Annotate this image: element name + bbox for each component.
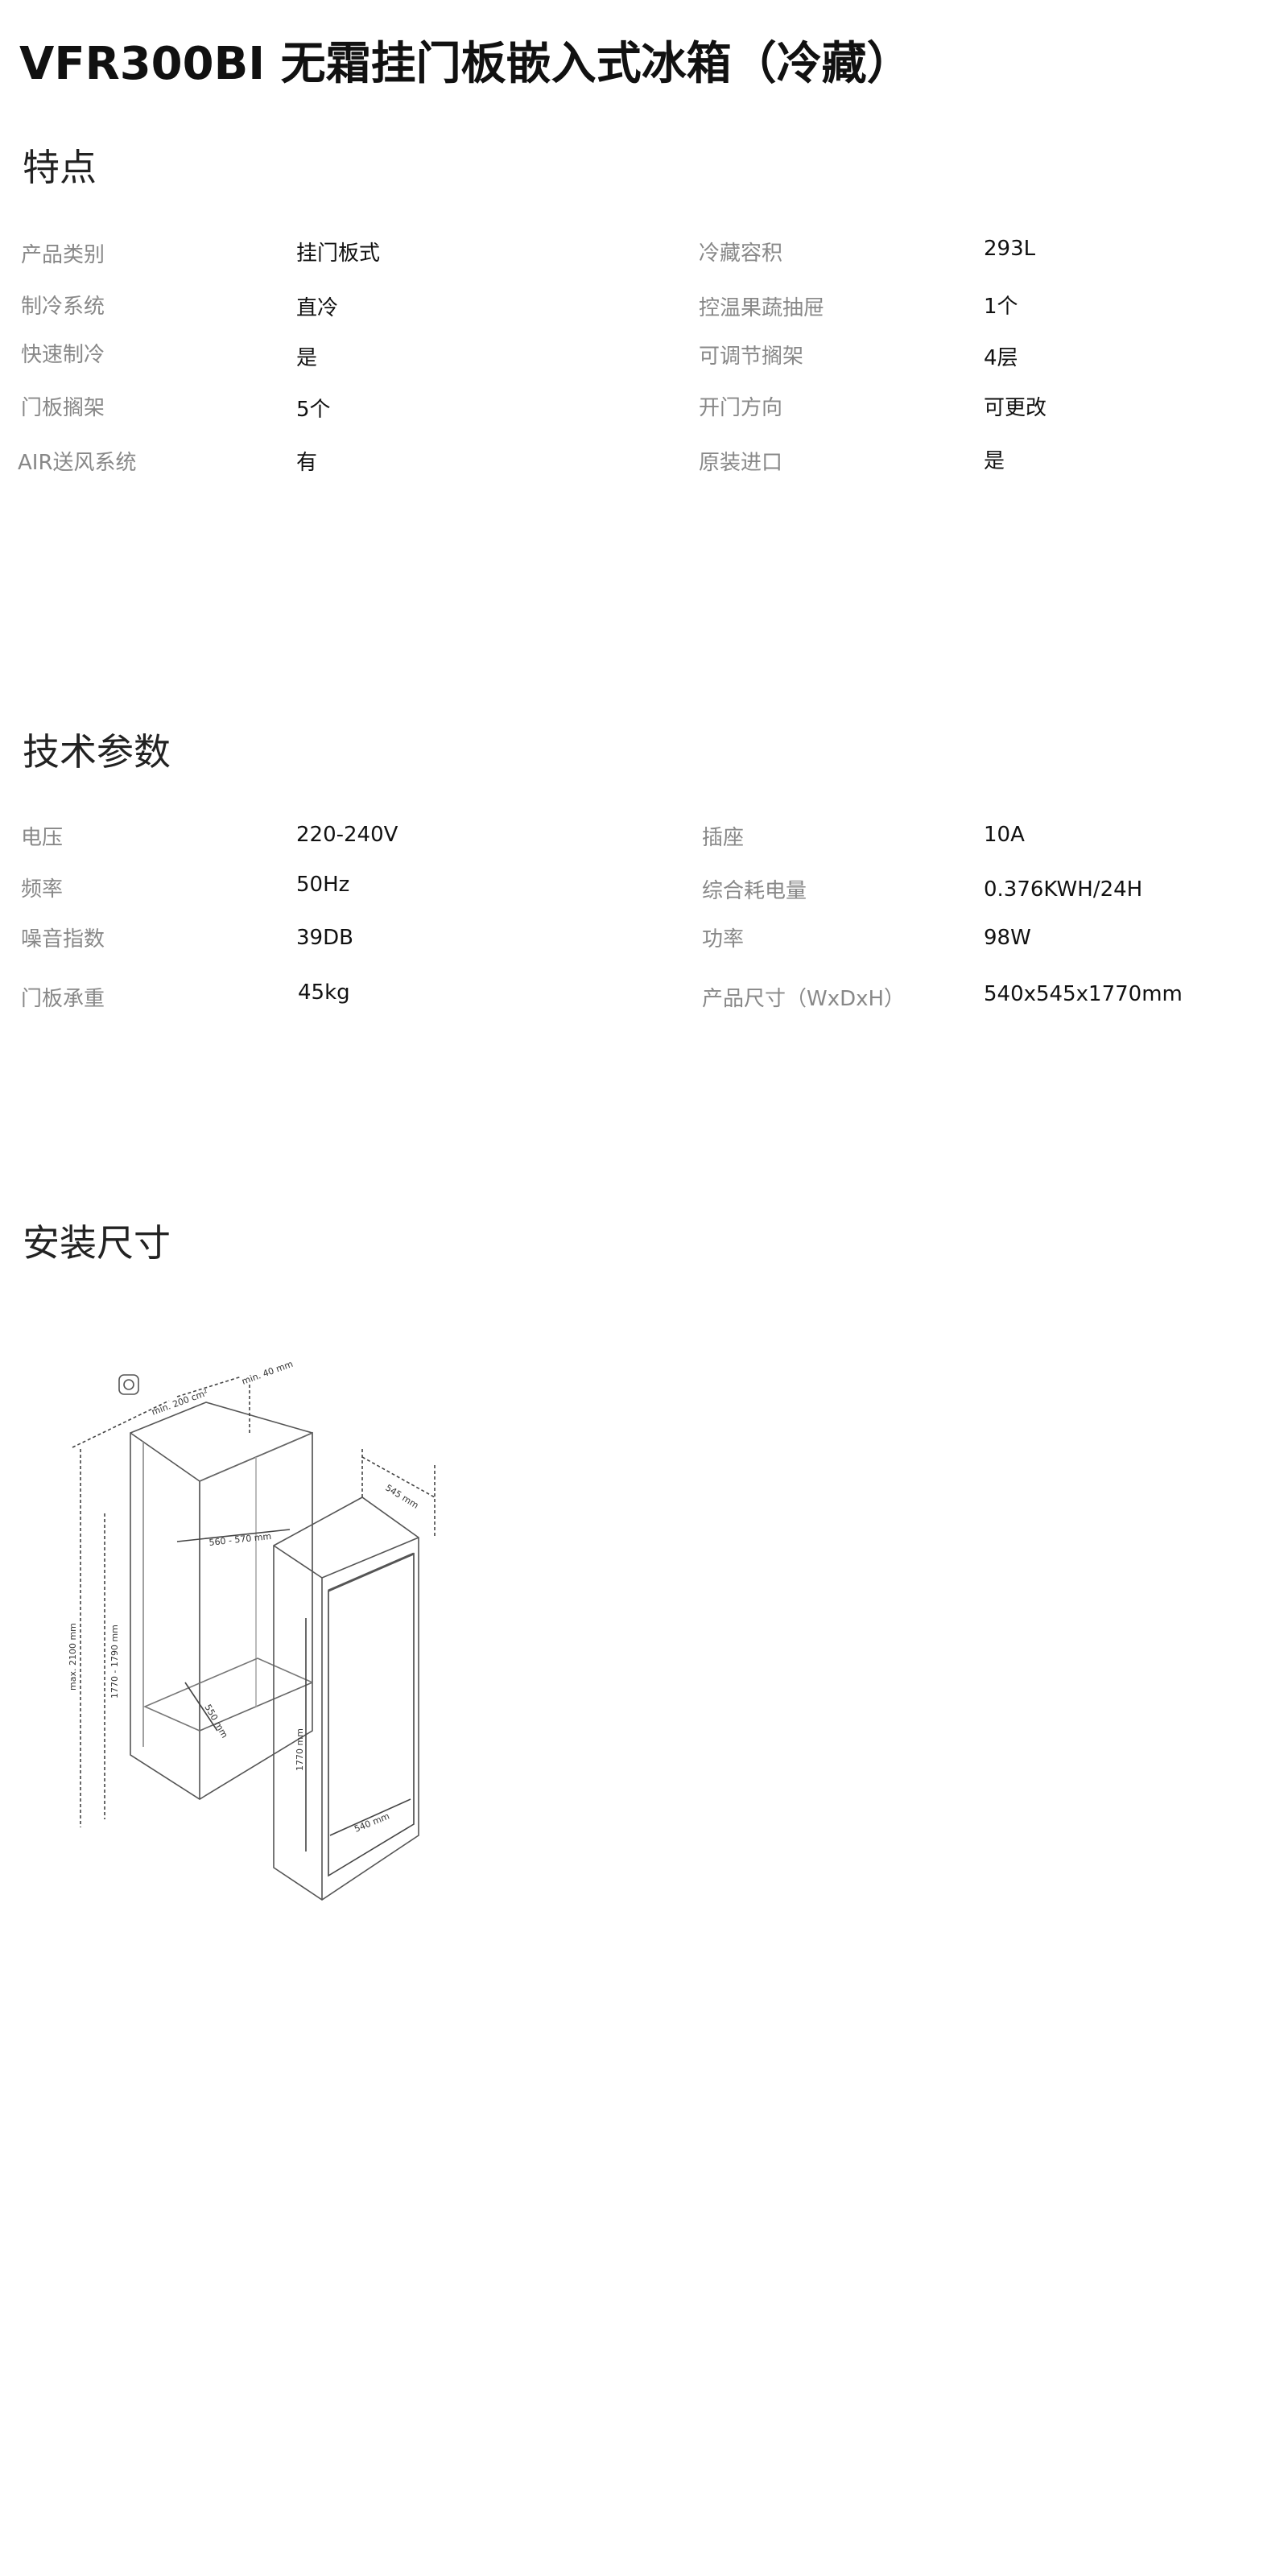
socket-icon — [118, 1374, 139, 1395]
spec-value: 可更改 — [984, 396, 1047, 420]
spec-label: 冷藏容积 — [699, 242, 783, 266]
spec-label: AIR送风系统 — [18, 451, 137, 475]
spec-label: 功率 — [702, 927, 745, 952]
dim-label: 545 mm — [383, 1483, 420, 1511]
spec-value: 98W — [984, 926, 1031, 950]
spec-label: 频率 — [21, 877, 64, 902]
dim-label: 540 mm — [353, 1811, 390, 1835]
install-heading: 安装尺寸 — [23, 1221, 171, 1265]
spec-value: 直冷 — [296, 296, 339, 320]
dim-label: 560 - 570 mm — [208, 1531, 272, 1548]
installation-diagram: min. 200 cm² min. 40 mm 560 - 570 mm 545… — [68, 1359, 436, 1901]
spec-value: 10A — [984, 823, 1025, 847]
spec-value: 挂门板式 — [296, 242, 381, 266]
spec-value: 39DB — [296, 926, 353, 950]
spec-label: 电压 — [21, 826, 64, 850]
dim-label: 1770 - 1790 mm — [109, 1624, 120, 1699]
spec-label: 插座 — [702, 826, 745, 850]
spec-label: 噪音指数 — [21, 927, 105, 952]
spec-value: 45kg — [298, 980, 350, 1005]
spec-value: 4层 — [984, 346, 1018, 370]
spec-label: 快速制冷 — [21, 343, 105, 367]
spec-value: 50Hz — [296, 873, 350, 897]
spec-value: 5个 — [296, 398, 331, 422]
dim-label: 1770 mm — [295, 1728, 305, 1771]
spec-value: 是 — [296, 346, 318, 370]
spec-value: 1个 — [984, 295, 1018, 319]
spec-value: 是 — [984, 449, 1005, 473]
spec-label: 控温果蔬抽屉 — [699, 296, 825, 320]
dim-label: max. 2100 mm — [68, 1623, 78, 1690]
fridge-outline — [273, 1496, 419, 1901]
dim-label: min. 40 mm — [241, 1359, 295, 1387]
spec-label: 开门方向 — [699, 396, 783, 420]
spec-label: 产品尺寸（WxDxH） — [702, 987, 906, 1011]
spec-label: 制冷系统 — [21, 295, 105, 319]
spec-label: 可调节搁架 — [699, 345, 804, 369]
spec-value: 220-240V — [296, 823, 398, 847]
spec-value: 0.376KWH/24H — [984, 877, 1143, 902]
spec-value: 540x545x1770mm — [984, 982, 1183, 1006]
spec-label: 门板承重 — [21, 987, 105, 1011]
dim-label: 550 mm — [202, 1703, 229, 1740]
page-title: VFR300BI 无霜挂门板嵌入式冰箱（冷藏） — [19, 38, 912, 90]
spec-label: 产品类别 — [21, 243, 105, 267]
features-heading: 特点 — [23, 146, 97, 189]
spec-label: 门板搁架 — [21, 396, 105, 420]
tech-heading: 技术参数 — [23, 730, 171, 774]
spec-value: 293L — [984, 237, 1036, 261]
cabinet-outline — [130, 1402, 313, 1800]
spec-value: 有 — [296, 451, 318, 475]
spec-label: 综合耗电量 — [702, 879, 807, 903]
spec-label: 原装进口 — [699, 451, 783, 475]
